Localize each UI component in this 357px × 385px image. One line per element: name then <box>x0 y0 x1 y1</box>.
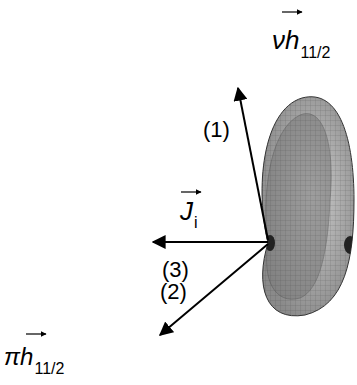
axis-2 <box>160 244 268 335</box>
vector-arrow <box>181 191 201 192</box>
axis-number: (3) <box>162 258 189 282</box>
axes <box>153 88 268 335</box>
axis-number: (2) <box>160 280 187 304</box>
vector-arrows <box>26 12 302 334</box>
axis-number: (1) <box>203 118 230 142</box>
angular-momentum-subscript: i <box>194 214 198 232</box>
axis-3 <box>153 241 268 243</box>
angular-momentum-label: J <box>180 197 193 226</box>
vector-arrow <box>282 11 302 12</box>
orbital-subscript: 11/2 <box>300 44 330 62</box>
orbital-subscript: 11/2 <box>34 360 64 378</box>
orbital-label: νh <box>272 26 299 55</box>
deformed-nucleus <box>250 90 357 325</box>
orbital-label: πh <box>4 344 33 370</box>
vector-arrow <box>26 333 46 334</box>
axis-1 <box>238 88 268 240</box>
